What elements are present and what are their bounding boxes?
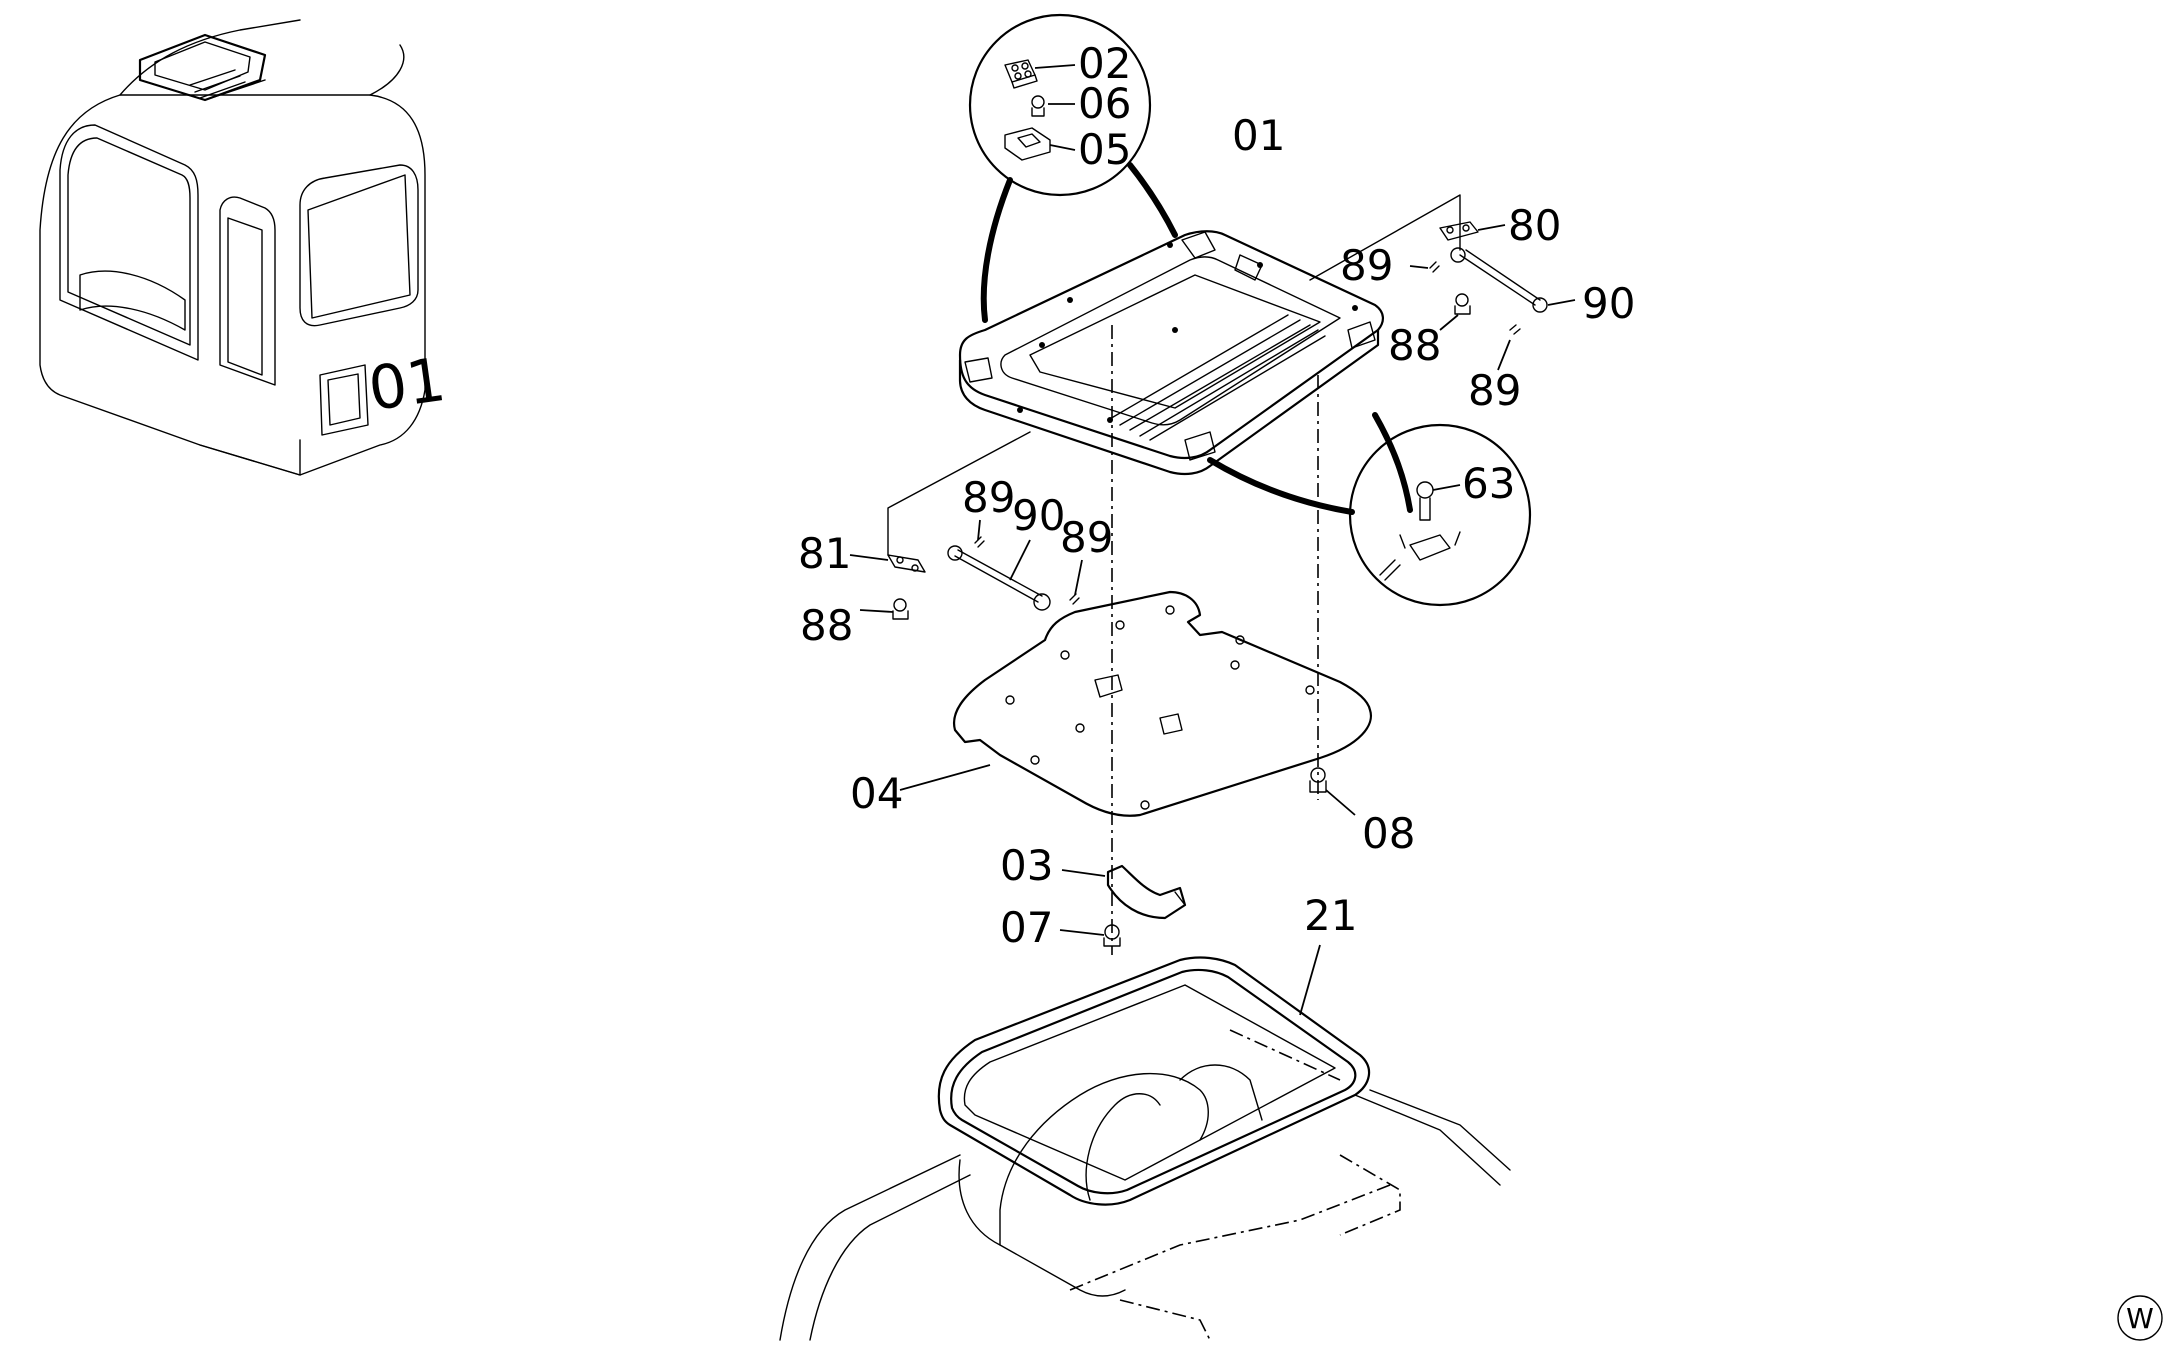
label-07: 07 <box>1000 903 1053 952</box>
left-strut-assembly <box>849 431 1083 620</box>
label-88-left: 88 <box>800 601 853 650</box>
label-06: 06 <box>1078 79 1131 128</box>
label-89-left-b: 89 <box>1060 513 1113 562</box>
center-lines <box>1111 325 1319 955</box>
plate-04 <box>899 590 1372 817</box>
label-05: 05 <box>1078 125 1131 174</box>
label-03: 03 <box>1000 841 1053 890</box>
label-08: 08 <box>1362 809 1415 858</box>
label-89-right-bottom: 89 <box>1468 366 1521 415</box>
label-89-right-top: 89 <box>1340 241 1393 290</box>
label-01: 01 <box>1232 111 1285 160</box>
label-63: 63 <box>1462 459 1515 508</box>
label-89-left-a: 89 <box>962 473 1015 522</box>
corner-mark-letter: W <box>2126 1302 2154 1335</box>
cab-roof-body <box>779 1029 1511 1341</box>
part-labels: 01 02 06 05 80 89 90 88 89 63 89 90 89 8… <box>798 39 1635 952</box>
label-04: 04 <box>850 769 903 818</box>
seal-21 <box>937 944 1371 1206</box>
label-81: 81 <box>798 529 851 578</box>
detail-circle-top <box>968 13 1178 323</box>
label-90-left: 90 <box>1012 491 1065 540</box>
corner-mark: W <box>2117 1295 2163 1341</box>
right-strut-assembly <box>1309 194 1576 371</box>
cab-overview: 01 <box>39 19 450 476</box>
cab-marking-label: 01 <box>364 345 449 425</box>
label-02: 02 <box>1078 39 1131 88</box>
label-88-right: 88 <box>1388 321 1441 370</box>
label-21: 21 <box>1304 891 1357 940</box>
detail-circle-right <box>1207 412 1532 607</box>
grip-and-bolts <box>1059 767 1356 947</box>
roof-hatch-assembly <box>958 230 1384 476</box>
label-90-right: 90 <box>1582 279 1635 328</box>
label-80: 80 <box>1508 201 1561 250</box>
